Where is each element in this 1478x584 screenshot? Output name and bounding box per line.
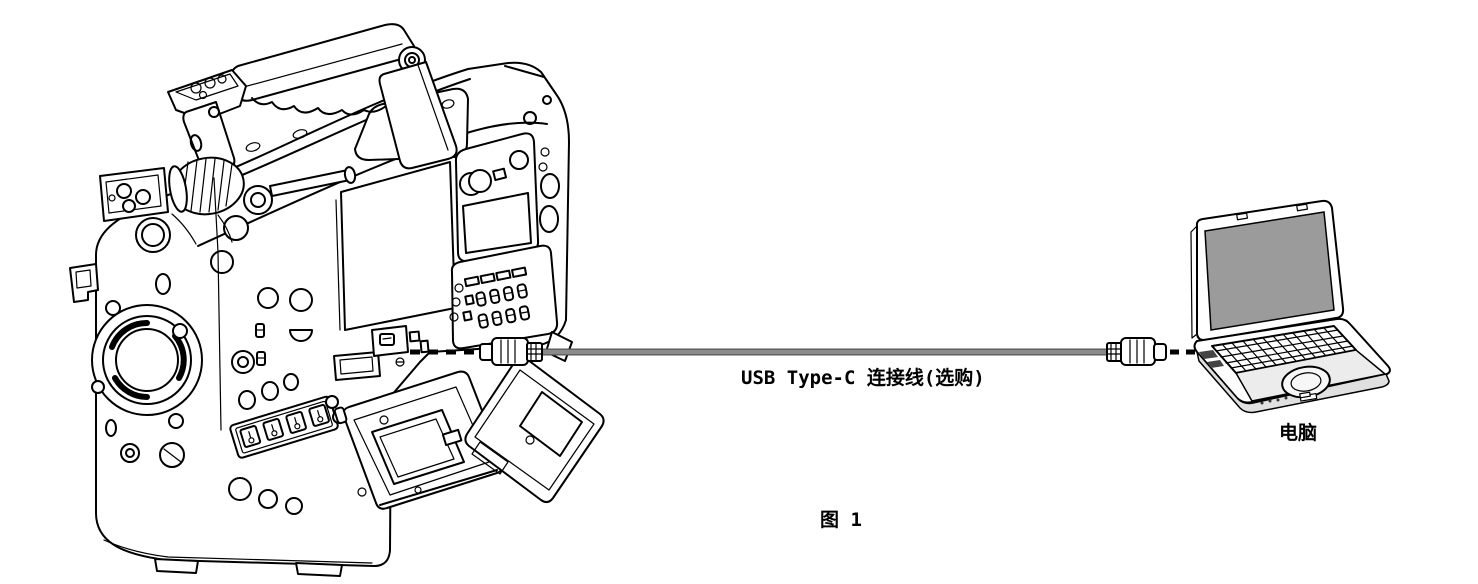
figure-caption: 图 1	[820, 509, 862, 531]
viewfinder-mount	[99, 156, 357, 253]
camera-side-plug	[479, 337, 543, 366]
rear-display-panel	[454, 132, 540, 263]
open-cover-right	[464, 331, 605, 504]
rear-button-panel	[449, 244, 559, 350]
connector-bay	[325, 325, 430, 424]
computer-side-plug	[1106, 337, 1167, 366]
lens-mount	[91, 300, 203, 468]
laptop-illustration	[1190, 199, 1391, 414]
computer-label: 电脑	[1279, 422, 1318, 444]
laptop-screen	[1204, 211, 1335, 331]
usb-type-c-port	[379, 333, 395, 346]
camcorder-illustration	[69, 23, 605, 577]
camera-handle	[167, 23, 458, 176]
laptop-trackpad	[1281, 365, 1331, 402]
cable-label: USB Type-C 连接线(选购)	[741, 367, 985, 389]
switch-panel	[229, 395, 339, 459]
